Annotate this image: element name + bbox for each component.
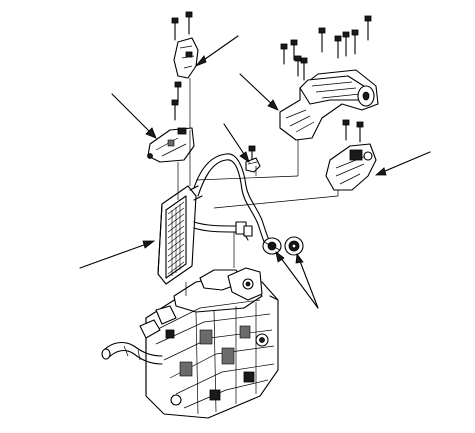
left-bracket: [147, 127, 195, 163]
bolt: [342, 31, 350, 57]
bolt: [185, 11, 193, 35]
leader-heater-core: [79, 240, 156, 269]
duct: [279, 69, 379, 141]
upper-bracket: [173, 37, 199, 130]
alignment-lines: [177, 130, 339, 296]
bolt: [280, 43, 288, 65]
hvac-unit: [139, 267, 279, 419]
clip: [245, 157, 261, 173]
bolt: [318, 27, 326, 53]
heater-pipes: [193, 153, 339, 249]
leader-pipe-grommets: [275, 251, 319, 309]
leader-actuator: [374, 151, 431, 176]
bolt: [364, 15, 372, 41]
leader-upper-bracket: [194, 35, 239, 67]
bolt: [342, 119, 350, 141]
hvac-unit-details: [145, 278, 279, 415]
bolt: [171, 99, 179, 121]
bolt: [356, 121, 364, 143]
leader-clip: [223, 123, 250, 163]
pipe-grommets: [262, 236, 304, 256]
heater-core-fins: [167, 201, 185, 276]
actuator: [325, 143, 377, 191]
bolt-group-top: [171, 11, 372, 167]
drain-hose: [101, 341, 163, 365]
bolt: [294, 55, 302, 77]
grommet: [284, 236, 304, 256]
leader-duct: [239, 73, 279, 111]
bolt: [351, 29, 359, 55]
grommet: [262, 237, 282, 255]
heater-core: [157, 185, 203, 285]
bolt: [290, 39, 298, 61]
leader-left-bracket: [111, 93, 157, 139]
bolt: [174, 81, 182, 103]
bolt: [334, 35, 342, 59]
bolt: [171, 17, 179, 41]
bolt: [300, 57, 308, 81]
leader-lines: [79, 35, 431, 309]
